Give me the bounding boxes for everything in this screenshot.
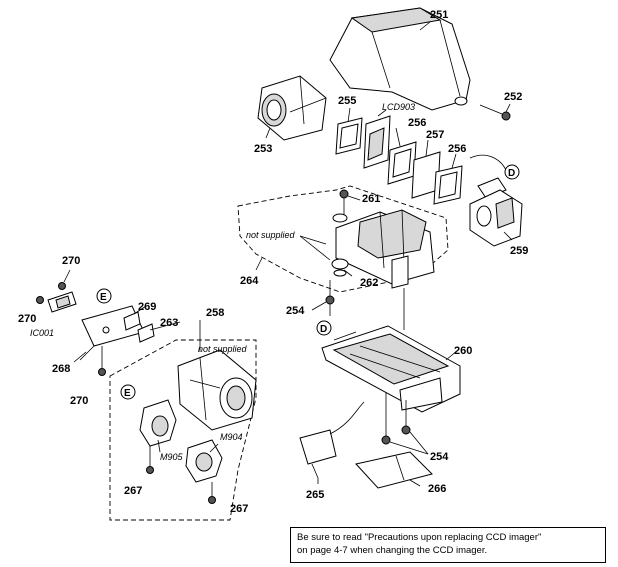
label-267-right: 267 — [230, 503, 248, 515]
screw-270-top — [58, 282, 66, 290]
label-269: 269 — [138, 301, 156, 313]
label-252: 252 — [504, 91, 522, 103]
ic001-chip — [47, 291, 77, 313]
washers-262 — [331, 213, 349, 277]
label-leaders — [63, 21, 513, 487]
label-262: 262 — [360, 277, 378, 289]
label-259: 259 — [510, 245, 528, 257]
caution-line-2: on page 4-7 when changing the CCD imager… — [297, 545, 488, 556]
motor-m904 — [185, 439, 223, 483]
screw-267-left — [146, 446, 154, 474]
caution-note: Be sure to read "Precautions upon replac… — [290, 527, 606, 563]
label-268: 268 — [52, 363, 70, 375]
label-257: 257 — [426, 129, 444, 141]
label-lcd903: LCD903 — [382, 102, 415, 112]
label-270-left: 270 — [18, 313, 36, 325]
label-255: 255 — [338, 95, 356, 107]
caution-line-1: Be sure to read "Precautions upon replac… — [297, 532, 542, 543]
flex-cable-265 — [299, 401, 365, 479]
label-not-supplied-1: not supplied — [246, 230, 296, 240]
label-265: 265 — [306, 489, 324, 501]
label-m904: M904 — [220, 432, 243, 442]
screw-267-right — [208, 482, 216, 504]
label-ref-d-mid: D — [320, 324, 327, 335]
label-256-lower: 256 — [448, 143, 466, 155]
label-254-bottom: 254 — [430, 451, 449, 463]
label-not-supplied-2: not supplied — [198, 344, 248, 354]
label-ic001: IC001 — [30, 328, 54, 338]
ref-circle-e-low — [120, 384, 136, 400]
label-ref-e-low: E — [124, 388, 131, 399]
label-264: 264 — [240, 275, 259, 287]
screw-254-left — [325, 280, 335, 316]
sheet-266 — [355, 451, 433, 489]
label-258: 258 — [206, 307, 224, 319]
label-256-upper: 256 — [408, 117, 426, 129]
label-260: 260 — [454, 345, 472, 357]
label-253: 253 — [254, 143, 272, 155]
screw-270-left — [36, 296, 44, 304]
frame-256-lower — [433, 165, 463, 205]
label-251: 251 — [430, 9, 448, 21]
screw-270-bottom — [98, 346, 106, 376]
leader-not-supplied-1 — [299, 235, 327, 245]
screw-252 — [479, 104, 511, 121]
label-270-bottom: 270 — [70, 395, 88, 407]
ref-circle-d-top — [504, 164, 520, 180]
viewfinder-housing-part — [329, 7, 471, 111]
ref-circle-e-left — [96, 288, 112, 304]
motor-m905 — [139, 399, 177, 447]
frame-255 — [335, 117, 363, 155]
label-263: 263 — [160, 317, 178, 329]
lcd-panel — [363, 109, 391, 169]
module-259 — [469, 154, 523, 247]
lens-block-258 — [177, 349, 257, 431]
label-ref-d-top: D — [508, 168, 515, 179]
lens-assembly-part — [257, 75, 327, 141]
part-269 — [123, 311, 141, 331]
frame-bracket — [335, 209, 435, 289]
ref-circle-d-mid — [316, 320, 332, 336]
label-270-top: 270 — [62, 255, 80, 267]
ccd-block-260 — [321, 325, 461, 413]
label-267-left: 267 — [124, 485, 142, 497]
label-m905: M905 — [160, 452, 184, 462]
not-supplied-outline-258 — [109, 339, 257, 521]
part-263 — [137, 323, 155, 343]
label-266: 266 — [428, 483, 446, 495]
label-ref-e-left: E — [100, 292, 107, 303]
label-254-left: 254 — [286, 305, 305, 317]
frame-256-upper — [387, 141, 417, 185]
leader-not-supplied-2 — [299, 235, 331, 261]
label-261: 261 — [362, 193, 380, 205]
screws-254-bottom — [381, 392, 429, 455]
